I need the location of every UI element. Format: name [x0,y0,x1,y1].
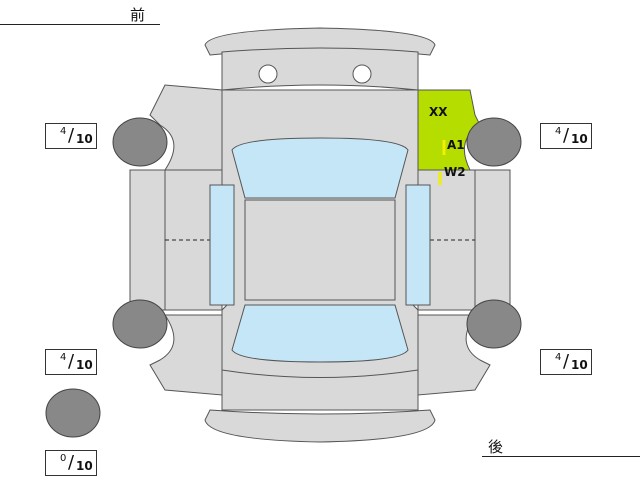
damage-code-a1: A1 [447,138,465,152]
tread-box-rear-right: 4/10 [540,349,592,375]
tire-front-right [466,117,522,167]
headlight-left [258,64,278,84]
tread-box-front-right: 4/10 [540,123,592,149]
tread-box-rear-left: 4/10 [45,349,97,375]
headlight-right [352,64,372,84]
damage-code-xx: XX [429,105,448,119]
rear-window [231,304,409,363]
tread-box-spare: 0/10 [45,450,97,476]
tread-box-front-left: 4/10 [45,123,97,149]
tire-front-left [112,117,168,167]
rear-bumper [204,409,436,443]
tire-spare [45,388,101,438]
roof-panel [244,199,396,301]
tire-rear-left [112,299,168,349]
side-window-left [209,184,235,306]
fender-rear-right [417,314,491,396]
hood-panel [221,47,419,91]
front-underline [0,24,160,25]
tire-rear-right [466,299,522,349]
trunk-panel [221,369,419,411]
rear-underline [482,456,640,457]
fender-front-left [149,84,223,171]
damage-code-w2: W2 [444,165,466,179]
side-window-right [405,184,431,306]
fender-rear-left [149,314,223,396]
front-label: 前 [130,6,146,24]
windshield [231,137,409,199]
rear-label: 後 [488,438,504,456]
